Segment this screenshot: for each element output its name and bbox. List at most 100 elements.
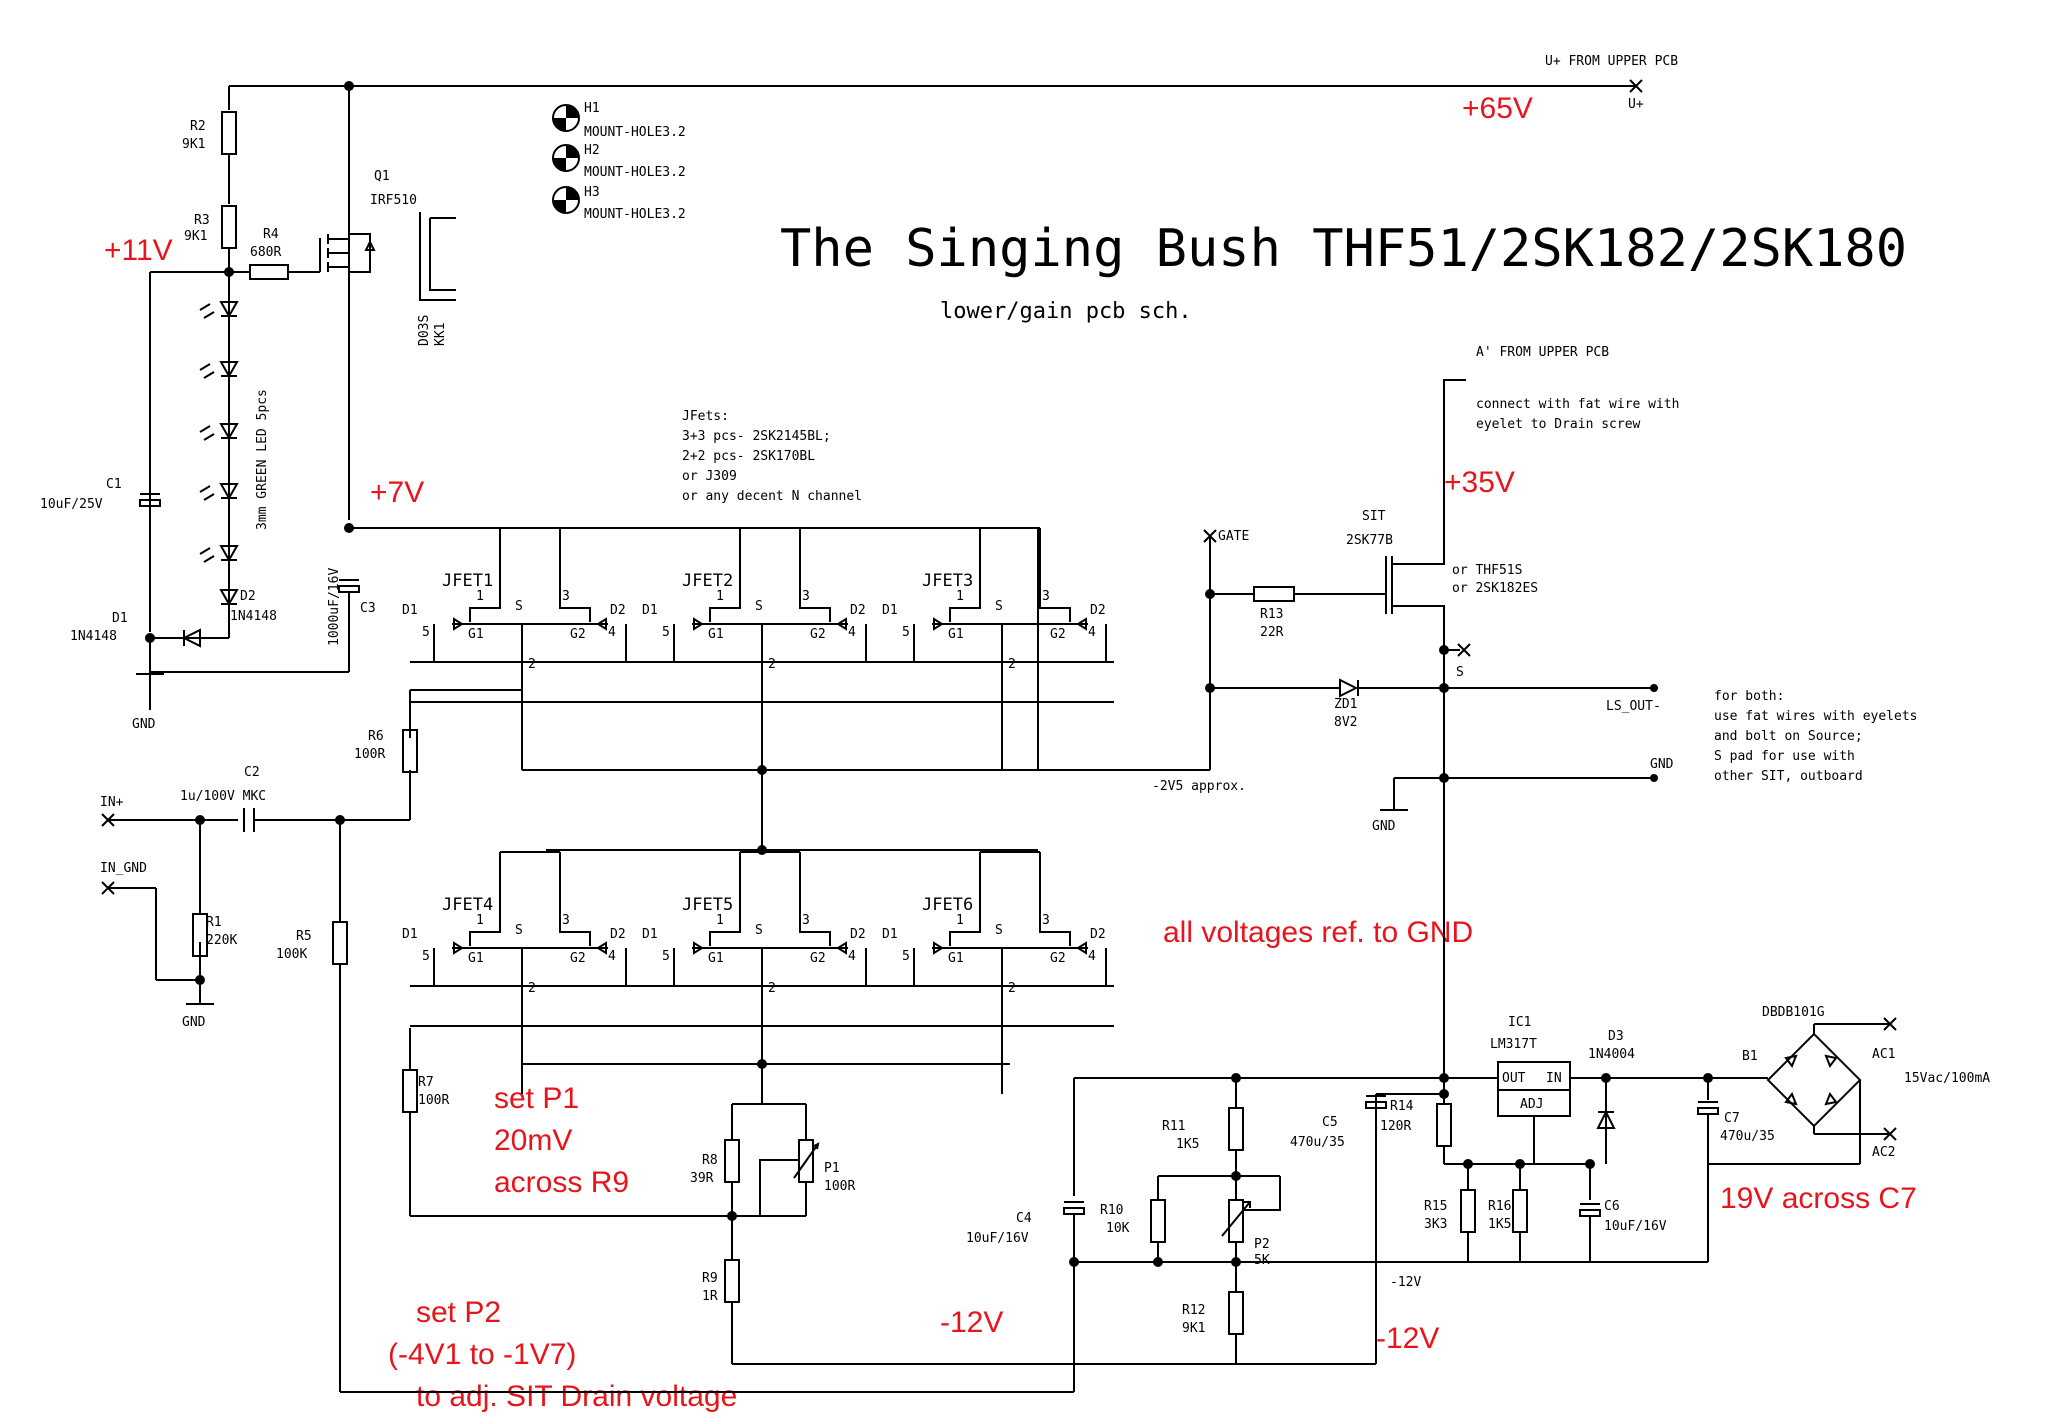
value-c1: 10uF/25V: [40, 497, 103, 512]
jfet-pin-d1-4: D1: [402, 927, 418, 942]
both-note-line-3: and bolt on Source;: [1714, 729, 1863, 744]
sit-alt-2: or 2SK182ES: [1452, 581, 1538, 596]
mosfet-q1: [319, 233, 376, 273]
wire-11v-node: [149, 271, 250, 632]
label-r8: R8: [702, 1153, 718, 1168]
value-r7: 100R: [418, 1093, 449, 1108]
source-bus: [522, 765, 1210, 1104]
jfet-pin-4-3: 4: [1088, 625, 1096, 640]
jfet-note: JFets: 3+3 pcs- 2SK2145BL; 2+2 pcs- 2SK1…: [682, 409, 862, 504]
note-minus12v-b: -12V: [1376, 1322, 1439, 1355]
resistor-r3: [221, 205, 237, 277]
jfet-pin-s-3: S: [995, 599, 1003, 614]
label-h3: H3: [584, 185, 600, 200]
connect-note-2: eyelet to Drain screw: [1476, 417, 1641, 432]
value-r5: 100K: [276, 947, 307, 962]
value-d1: 1N4148: [70, 629, 117, 644]
net-ac-input: 15Vac/100mA: [1904, 1071, 1990, 1086]
jfet-pin-g1-6: G1: [948, 951, 964, 966]
both-note: for both: use fat wires with eyelets and…: [1714, 689, 1918, 784]
label-q1: Q1: [374, 169, 390, 184]
jfet-pin-4-6: 4: [1088, 949, 1096, 964]
value-h1: MOUNT-HOLE3.2: [584, 125, 686, 140]
jfet-pin-1-6: 1: [956, 913, 964, 928]
jfet-note-line-5: or any decent N channel: [682, 489, 862, 504]
jfet-pin-3-5: 3: [802, 913, 810, 928]
value-h3: MOUNT-HOLE3.2: [584, 207, 686, 222]
label-kk1: KK1: [433, 323, 448, 346]
value-r13: 22R: [1260, 625, 1284, 640]
value-d2: 1N4148: [230, 609, 277, 624]
resistor-r2: [221, 111, 237, 204]
label-r5: R5: [296, 929, 312, 944]
jfet-pin-d2-5: D2: [850, 927, 866, 942]
gnd-label-sit: GND: [1372, 819, 1396, 834]
jfet-pin-g2-6: G2: [1050, 951, 1066, 966]
resistor-r4: [249, 264, 320, 280]
jfet-pin-2-2: 2: [768, 657, 776, 672]
label-p1: P1: [824, 1161, 840, 1176]
jfet-pin-s-2: S: [755, 599, 763, 614]
note-11v: +11V: [104, 234, 173, 267]
both-note-line-5: other SIT, outboard: [1714, 769, 1863, 784]
label-r16: R16: [1488, 1199, 1511, 1214]
jfet-pin-5-3: 5: [902, 625, 910, 640]
capacitor-c7: [1690, 1073, 1719, 1263]
jfet-pin-1-5: 1: [716, 913, 724, 928]
jfet-pin-2-4: 2: [528, 981, 536, 996]
value-p2: 5K: [1254, 1253, 1270, 1268]
net-gate: GATE: [1218, 529, 1249, 544]
value-r15: 3K3: [1424, 1217, 1447, 1232]
schematic-subtitle: lower/gain pcb sch.: [940, 299, 1192, 324]
jfet-pin-d1-5: D1: [642, 927, 658, 942]
note-set-p1: set P1: [494, 1082, 579, 1115]
capacitor-c1: [139, 488, 161, 507]
label-h1: H1: [584, 101, 600, 116]
jfet-pin-s-4: S: [515, 923, 523, 938]
label-r15: R15: [1424, 1199, 1447, 1214]
label-r2: R2: [190, 119, 206, 134]
jfet-note-line-1: JFets:: [682, 409, 729, 424]
resistor-r5: [332, 820, 1075, 1393]
schematic-title: The Singing Bush THF51/2SK182/2SK180: [780, 219, 1907, 279]
net-s: S: [1456, 665, 1464, 680]
net-gnd-out: GND: [1650, 757, 1674, 772]
jfet-label-6: JFET6: [922, 895, 973, 915]
jfet-pin-4-5: 4: [848, 949, 856, 964]
value-kk1: D03S: [417, 315, 432, 346]
jfet-pin-s-6: S: [995, 923, 1003, 938]
jfet-pin-1-1: 1: [476, 589, 484, 604]
note-7v: +7V: [370, 476, 424, 509]
label-d1: D1: [112, 611, 128, 626]
value-d3: 1N4004: [1588, 1047, 1635, 1062]
note-19v-c7: 19V across C7: [1720, 1182, 1917, 1215]
jfet-pin-g2-3: G2: [1050, 627, 1066, 642]
jfet-label-4: JFET4: [442, 895, 493, 915]
power-rail-65v: [228, 79, 1643, 520]
label-c2: C2: [244, 765, 260, 780]
jfet-note-line-3: 2+2 pcs- 2SK170BL: [682, 449, 815, 464]
note-minus12v-a: -12V: [940, 1306, 1003, 1339]
net-minus-2v5: -2V5 approx.: [1152, 779, 1246, 794]
note-voltage-ref: all voltages ref. to GND: [1163, 916, 1473, 949]
label-r10: R10: [1100, 1203, 1123, 1218]
bridge-rectifier-b1: [1708, 1017, 1897, 1165]
heatsink-kk1: [419, 212, 456, 301]
note-p2-range: (-4V1 to -1V7): [388, 1338, 576, 1371]
value-r14: 120R: [1380, 1119, 1411, 1134]
jfet-pin-4-4: 4: [608, 949, 616, 964]
jfet-pin-3-4: 3: [562, 913, 570, 928]
note-across-r9: across R9: [494, 1166, 629, 1199]
net-in-plus: IN+: [100, 795, 124, 810]
both-note-line-2: use fat wires with eyelets: [1714, 709, 1918, 724]
label-h2: H2: [584, 143, 600, 158]
jfet-pin-d2-4: D2: [610, 927, 626, 942]
value-r11: 1K5: [1176, 1137, 1199, 1152]
gnd-label-1: GND: [132, 717, 156, 732]
label-r12: R12: [1182, 1303, 1205, 1318]
jfet-label-2: JFET2: [682, 571, 733, 591]
value-r6: 100R: [354, 747, 385, 762]
